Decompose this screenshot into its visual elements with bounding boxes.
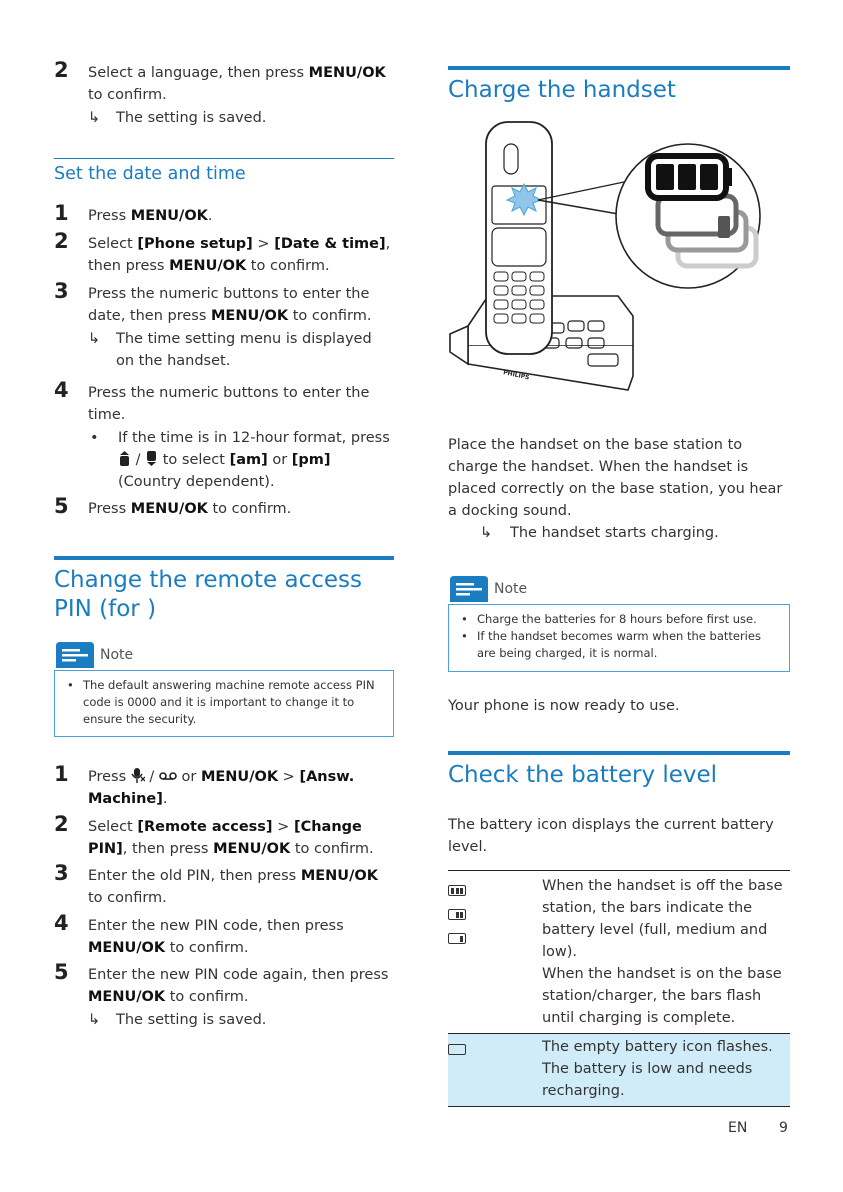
note-box: •The default answering machine remote ac… — [54, 670, 394, 737]
pin-step-3: 3 Enter the old PIN, then press MENU/OK … — [54, 861, 378, 906]
note-header: Note — [450, 576, 527, 602]
bullet-item: • If the time is in 12-hour format, pres… — [90, 430, 390, 490]
note-header: Note — [56, 642, 133, 668]
section-title-charge: Charge the handset — [448, 77, 676, 103]
battery-table: When the handset is off the base station… — [448, 870, 790, 1107]
result-arrow-icon: ↳ — [88, 1012, 101, 1028]
note-item: •The default answering machine remote ac… — [67, 678, 375, 726]
charge-result: ↳ The handset starts charging. — [480, 522, 780, 544]
date-step-4: 4 Press the numeric buttons to enter the… — [54, 379, 394, 493]
section-divider-thick — [448, 751, 790, 755]
battery-empty-icon — [448, 1044, 466, 1055]
voicemail-icon — [159, 772, 177, 780]
handset-up-icon — [120, 451, 129, 466]
battery-full-icon — [448, 885, 466, 896]
language-step-2: 2 Select a language, then press MENU/OK … — [54, 58, 394, 129]
note-icon — [56, 642, 94, 668]
note-item: •If the handset becomes warm when the ba… — [461, 629, 761, 660]
section-divider-thick — [448, 66, 790, 70]
step-result: ↳ The setting is saved. — [88, 107, 394, 129]
step-result: ↳ The setting is saved. — [88, 1009, 394, 1031]
ready-text: Your phone is now ready to use. — [448, 698, 680, 714]
note-item: •Charge the batteries for 8 hours before… — [461, 612, 757, 626]
date-step-3: 3 Press the numeric buttons to enter the… — [54, 280, 394, 372]
section-divider-thick — [54, 556, 394, 560]
result-arrow-icon: ↳ — [480, 525, 493, 541]
section-divider — [54, 158, 394, 159]
table-row: When the handset is off the base station… — [448, 871, 790, 1033]
step-number: 2 — [54, 58, 69, 82]
table-row-highlight: The empty battery icon flashes. The batt… — [448, 1034, 790, 1106]
mic-icon — [131, 768, 146, 783]
page-number: 9 — [779, 1120, 788, 1136]
pin-step-4: 4 Enter the new PIN code, then press MEN… — [54, 911, 344, 956]
result-arrow-icon: ↳ — [88, 110, 101, 126]
date-step-5: 5 Press MENU/OK to confirm. — [54, 494, 292, 518]
date-step-1: 1 Press MENU/OK. — [54, 201, 213, 225]
phone-base-illustration: PHILIPS — [449, 121, 761, 391]
section-title-battery: Check the battery level — [448, 762, 718, 788]
note-box: •Charge the batteries for 8 hours before… — [448, 604, 790, 672]
handset-down-icon — [147, 451, 157, 466]
battery-intro: The battery icon displays the current ba… — [448, 817, 774, 855]
charge-paragraph: Place the handset on the base station to… — [448, 437, 783, 519]
result-arrow-icon: ↳ — [88, 331, 101, 347]
pin-step-5: 5 Enter the new PIN code again, then pre… — [54, 961, 394, 1031]
pin-step-1: 1 Press / or MENU/OK > [Answ. Machine]. — [54, 762, 355, 807]
note-icon — [450, 576, 488, 602]
step-result: ↳ The time setting menu is displayed on … — [88, 328, 394, 372]
date-step-2: 2 Select [Phone setup] > [Date & time], … — [54, 229, 391, 274]
battery-medium-icon — [448, 909, 466, 920]
section-title-date-time: Set the date and time — [54, 164, 246, 184]
footer-language: EN — [728, 1120, 748, 1136]
pin-step-2: 2 Select [Remote access] > [Change PIN],… — [54, 812, 374, 857]
section-title-pin: Change the remote access PIN (for ) — [54, 567, 362, 622]
battery-low-icon — [448, 933, 466, 944]
